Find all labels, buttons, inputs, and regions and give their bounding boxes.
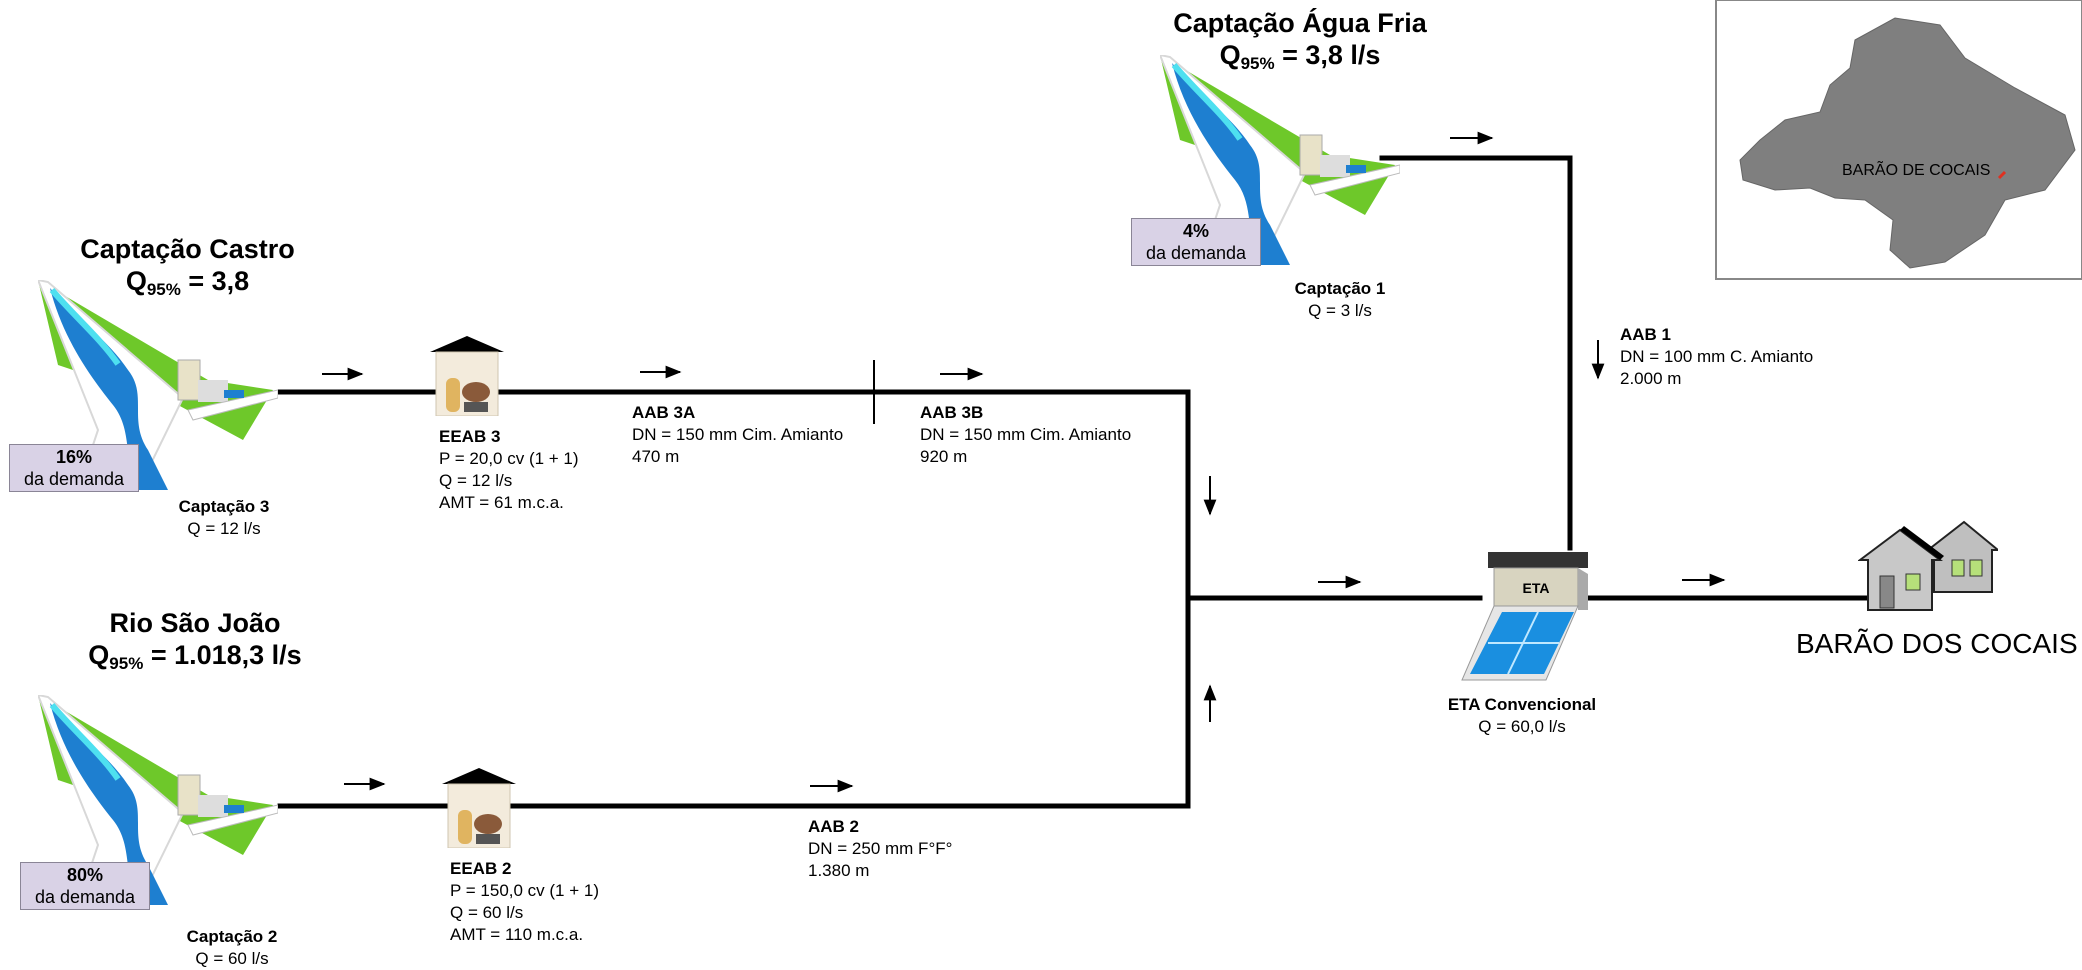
aab3a-label: AAB 3A DN = 150 mm Cim. Amianto 470 m [632, 403, 844, 466]
city-houses-icon [1858, 520, 1998, 611]
castro-title: Captação Castro [80, 234, 295, 264]
map-location-label: BARÃO DE COCAIS [1842, 162, 1991, 179]
castro-demand-badge: 16% da demanda [9, 444, 139, 492]
aab2-label: AAB 2 DN = 250 mm F°F° 1.380 m [808, 817, 953, 880]
treatment-plant-icon: ETA [1461, 552, 1588, 681]
location-marker [1997, 170, 2007, 180]
dam-intake-icon [38, 695, 278, 905]
dam-intake-icon [38, 280, 278, 490]
location-map [1715, 0, 2082, 280]
aab3-pipe [277, 389, 1191, 601]
rio-sao-joao-title: Rio São João [109, 608, 281, 638]
dam-intake-icon [1160, 55, 1400, 265]
eta-icon-label: ETA [1523, 580, 1550, 596]
aab1-pipe [1379, 155, 1573, 551]
castro-q95: Q95% = 3,8 [125, 266, 250, 299]
agua-fria-title: Captação Água Fria [1173, 8, 1427, 38]
rio-sao-joao-q95: Q95% = 1.018,3 l/s [88, 640, 302, 673]
demand-text: da demanda [23, 469, 125, 489]
demand-percent: 80% [66, 865, 104, 885]
demand-text: da demanda [1145, 243, 1247, 263]
aab1-label: AAB 1 DN = 100 mm C. Amianto 2.000 m [1620, 325, 1814, 388]
agua-fria-q95: Q95% = 3,8 l/s [1219, 40, 1381, 73]
city-name: BARÃO DOS COCAIS [1796, 628, 2078, 659]
agua-fria-demand-badge: 4% da demanda [1131, 218, 1261, 266]
demand-percent: 16% [55, 447, 93, 467]
demand-text: da demanda [34, 887, 136, 907]
demand-percent: 4% [1182, 221, 1209, 241]
state-map-shape [1739, 17, 2076, 269]
rio-sao-joao-demand-badge: 80% da demanda [20, 862, 150, 910]
aab3b-label: AAB 3B DN = 150 mm Cim. Amianto 920 m [920, 403, 1132, 466]
aab2-pipe [277, 595, 1191, 809]
pump-station-icon [430, 336, 504, 416]
pump-station-icon [442, 768, 516, 848]
eeab2-label: EEAB 2 P = 150,0 cv (1 + 1) Q = 60 l/s A… [450, 859, 599, 944]
eeab3-label: EEAB 3 P = 20,0 cv (1 + 1) Q = 12 l/s AM… [439, 427, 579, 512]
